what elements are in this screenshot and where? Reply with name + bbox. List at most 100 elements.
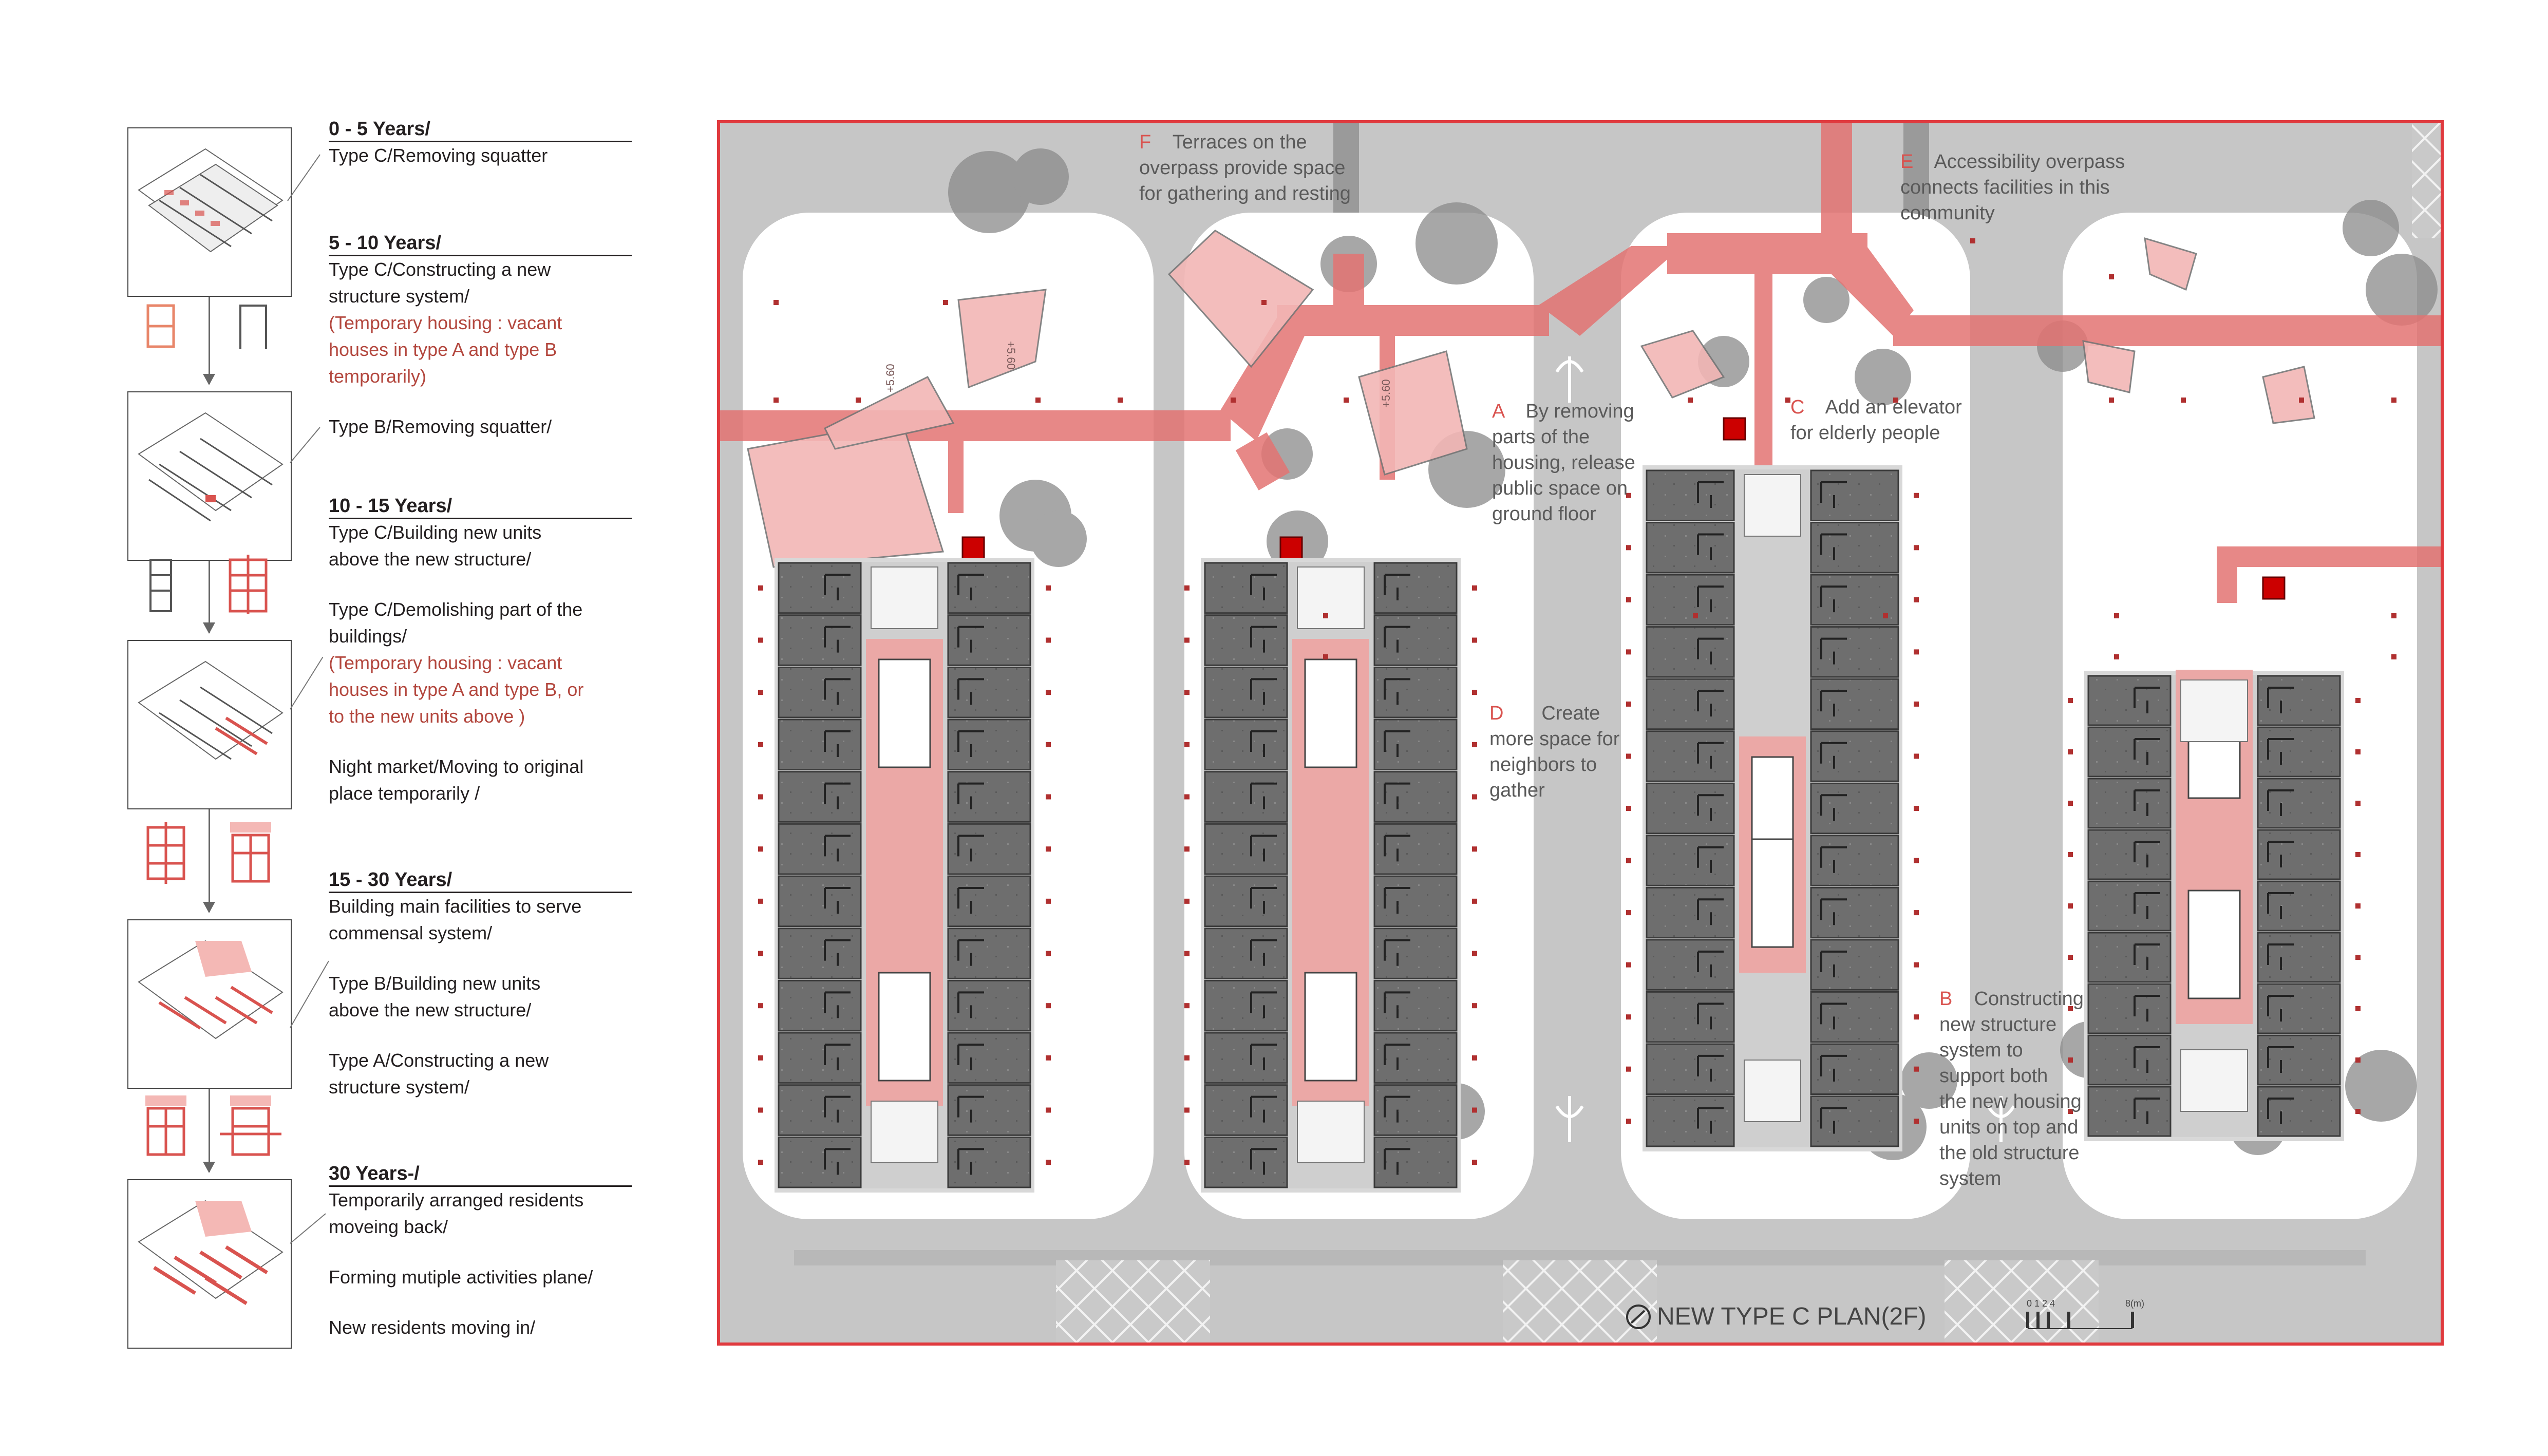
phase-text: Type C/Constructing a new (329, 259, 551, 280)
phase-text: place temporarily / (329, 783, 480, 804)
phase-text: Temporarily arranged residents (329, 1189, 584, 1211)
phase-title: 15 - 30 Years/ (329, 868, 632, 893)
phase-text: Forming mutiple activities plane/ (329, 1266, 593, 1288)
type-c-floor-plan: +5.60 +5.60 +5.60 NEW TYPE C PLAN(2F) 0 … (717, 120, 2444, 1346)
crosswalk (2412, 120, 2441, 238)
phase-10-15-years: 10 - 15 Years/ Type C/Building new units… (329, 494, 647, 807)
phase-note: (Temporary housing : vacant (329, 312, 562, 333)
accessibility-overpass (717, 120, 2443, 603)
annotation-text: parts of the (1492, 426, 1590, 448)
annotation-text: Add an elevator (1825, 396, 1962, 418)
phase-text: Type C/Removing squatter (329, 145, 548, 166)
north-arrow-icon (1626, 1304, 1651, 1329)
annotation-text: for elderly people (1790, 422, 1940, 444)
annotation-text: neighbors to (1489, 754, 1597, 776)
annotation-text: ground floor (1492, 503, 1596, 525)
annotation-key: A (1492, 401, 1504, 422)
phase-text: Building main facilities to serve (329, 896, 582, 917)
phase-30-years-plus: 30 Years-/ Temporarily arranged resident… (329, 1162, 647, 1341)
phase-1-thumbnail (127, 127, 292, 297)
phase-title: 30 Years-/ (329, 1162, 632, 1187)
annotation-text: Accessibility overpass (1934, 151, 2125, 173)
annotation-text: overpass provide space (1139, 157, 1346, 179)
annotation-key: B (1939, 988, 1953, 1010)
annotation-text: support both (1939, 1065, 2048, 1087)
timeline-arrow (203, 297, 215, 385)
phase-text: Night market/Moving to original (329, 756, 584, 777)
plan-title: NEW TYPE C PLAN(2F) (1657, 1303, 1927, 1330)
phase-title: 0 - 5 Years/ (329, 117, 632, 142)
scale-bar (2026, 1312, 2134, 1328)
housing-block-4 (2084, 670, 2344, 1141)
scale-ticks: 0 1 2 4 (2027, 1298, 2055, 1309)
level-label-2: +5.60 (884, 364, 897, 392)
annotation-text: By removing (1525, 401, 1634, 422)
phase-text: structure system/ (329, 286, 470, 307)
phase-title: 5 - 10 Years/ (329, 231, 632, 256)
phase-note: houses in type A and type B, or (329, 679, 584, 700)
phase-title: 10 - 15 Years/ (329, 494, 632, 519)
annotation-text: Terraces on the (1172, 131, 1307, 153)
annotation-f: F Terraces on the overpass provide space… (1139, 129, 1351, 206)
phase-5-thumbnail (127, 1179, 292, 1349)
structure-columns (758, 238, 2396, 1165)
phase-text: above the new structure/ (329, 549, 532, 570)
phase-note: temporarily) (329, 366, 427, 387)
phase-text: buildings/ (329, 626, 407, 647)
phase-text: moveing back/ (329, 1216, 448, 1237)
phase-2-thumbnail (127, 391, 292, 561)
annotation-key: F (1139, 131, 1152, 153)
annotation-text: Constructing (1974, 988, 2084, 1010)
annotation-text: community (1900, 202, 1995, 224)
isometric-site-sketch (138, 940, 284, 1039)
isometric-site-sketch (138, 148, 284, 253)
annotation-text: Create (1541, 703, 1600, 724)
timeline-arrow (203, 1089, 215, 1173)
annotation-text: system (1939, 1168, 2002, 1189)
annotation-text: system to (1939, 1039, 2023, 1061)
annotation-text: connects facilities in this (1900, 177, 2110, 198)
phase-text: New residents moving in/ (329, 1317, 536, 1338)
phase-4-thumbnail (127, 919, 292, 1089)
phase-note: (Temporary housing : vacant (329, 652, 562, 673)
plan-frame (717, 120, 2444, 1346)
crosswalk (1945, 1260, 2099, 1346)
level-labels: +5.60 +5.60 +5.60 (884, 341, 1392, 408)
isometric-site-sketch (138, 660, 284, 760)
housing-block-3 (1643, 465, 1902, 1151)
structure-transition-icon (149, 555, 268, 614)
structure-transition-icon (146, 822, 271, 884)
annotation-text: the new housing (1939, 1091, 2082, 1112)
phase-text: Type C/Building new units (329, 522, 542, 543)
crosswalk (1503, 1260, 1657, 1346)
annotation-d: D Create more space for neighbors to gat… (1489, 701, 1619, 803)
annotation-text: for gathering and resting (1139, 183, 1351, 204)
elevators (961, 417, 2286, 600)
annotation-text: the old structure (1939, 1142, 2080, 1164)
terrace-pavilions (747, 230, 2315, 568)
annotation-text: units on top and (1939, 1117, 2079, 1138)
annotation-e: E Accessibility overpass connects facili… (1900, 149, 2125, 226)
phase-text: Type C/Demolishing part of the (329, 599, 583, 620)
annotation-text: gather (1489, 780, 1545, 801)
phase-text: Type B/Building new units (329, 973, 541, 994)
phase-15-30-years: 15 - 30 Years/ Building main facilities … (329, 868, 647, 1101)
phase-text: structure system/ (329, 1076, 470, 1098)
annotation-key: D (1489, 703, 1504, 724)
annotation-b: B Constructing new structure system to s… (1939, 986, 2084, 1192)
timeline-arrow (203, 561, 215, 634)
scale-end: 8(m) (2125, 1298, 2144, 1309)
phase-note: houses in type A and type B (329, 339, 557, 360)
structure-transition-icon (145, 1095, 281, 1156)
north-arrow-pointer (1630, 1310, 1646, 1324)
housing-blocks (775, 465, 2344, 1193)
annotation-key: E (1900, 151, 1914, 173)
crosswalk (1056, 1260, 1210, 1346)
structure-transition-icon (146, 304, 267, 349)
annotation-text: new structure (1939, 1014, 2057, 1035)
isometric-site-sketch (138, 1200, 284, 1305)
level-label-3: +5.60 (1380, 379, 1392, 408)
phase-note: to the new units above ) (329, 706, 525, 727)
timeline-arrow (203, 809, 215, 913)
phase-5-10-years: 5 - 10 Years/ Type C/Constructing a new … (329, 231, 647, 440)
